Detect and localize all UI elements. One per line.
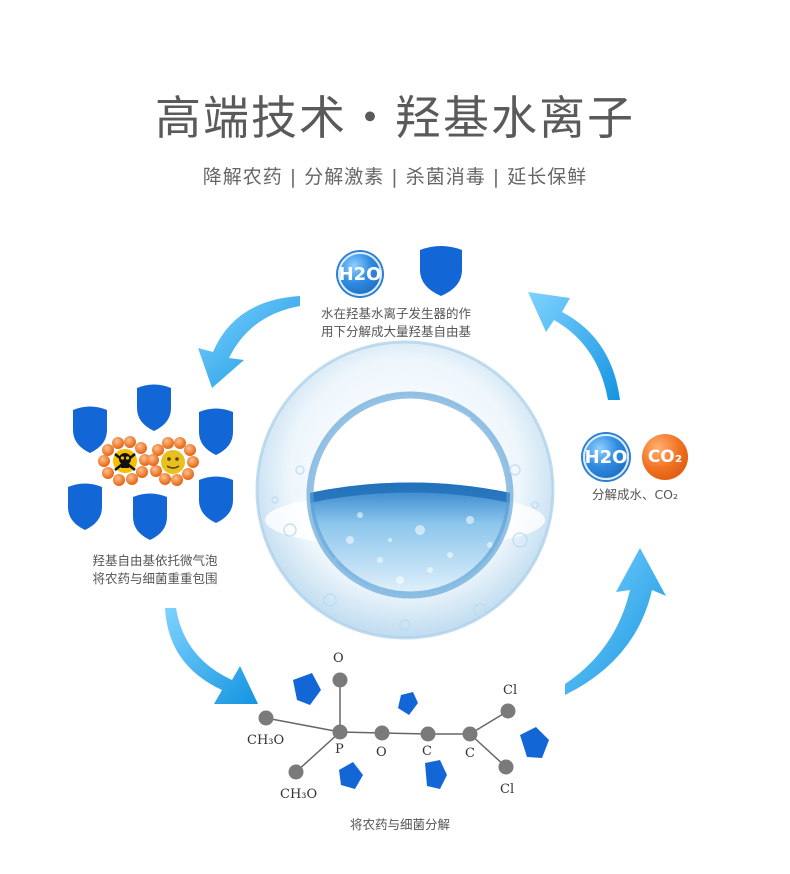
atom	[258, 710, 274, 726]
co2-ball-label: CO₂	[647, 447, 683, 467]
shield-icon	[420, 246, 462, 296]
atom-label-p: P	[335, 742, 344, 757]
atom-label-ch3o: CH₃O	[280, 787, 318, 802]
atom-label-c: C	[465, 746, 475, 761]
shield-icon	[133, 493, 167, 540]
atom	[462, 726, 478, 742]
atom-label-cl: Cl	[503, 683, 518, 698]
arrow-top-left	[198, 296, 300, 388]
molecule-caption: 将农药与细菌分解	[349, 817, 450, 832]
left-caption-line2: 将农药与细菌重重包围	[92, 571, 218, 586]
h2o-ball-label: H2O	[338, 263, 382, 285]
h2o-ball: H2O	[583, 434, 629, 480]
shield-fragment-icon	[339, 762, 363, 789]
shield-fragment-icon	[398, 692, 418, 715]
co2-ball: CO₂	[642, 434, 688, 480]
atom-label-o: O	[376, 745, 387, 760]
shield-fragment-icon	[520, 727, 549, 758]
atom	[332, 672, 348, 688]
h2o-ball: H2O	[338, 252, 382, 296]
pesticide-particle	[98, 436, 151, 486]
shield-fragment-icon	[425, 760, 447, 789]
atom	[498, 759, 514, 775]
top-caption: 水在羟基水离子发生器的作 用下分解成大量羟基自由基	[296, 305, 496, 341]
atom-label-c: C	[422, 744, 432, 759]
page-title: 高端技术・羟基水离子	[155, 91, 635, 145]
atom	[500, 703, 516, 719]
shield-fragment-icon	[293, 673, 321, 705]
left-caption: 羟基自由基依托微气泡 将农药与细菌重重包围	[60, 552, 250, 588]
atom	[374, 725, 390, 741]
top-caption-line1: 水在羟基水离子发生器的作	[320, 306, 471, 321]
shield-icon	[137, 384, 171, 431]
arrow-bottom-left	[165, 608, 258, 704]
shield-icon	[68, 483, 102, 530]
top-caption-line2: 用下分解成大量羟基自由基	[320, 324, 471, 339]
arrow-top-right	[528, 292, 620, 400]
atom	[420, 726, 436, 742]
right-caption: 分解成水、CO₂	[591, 487, 679, 502]
shield-icon	[73, 406, 107, 453]
arrow-bottom-right	[565, 548, 666, 695]
atom-label-o-top: O	[333, 651, 344, 666]
shield-icon	[199, 476, 233, 523]
atom	[288, 764, 304, 780]
atom-label-cl: Cl	[500, 782, 515, 797]
atom	[332, 724, 348, 740]
water-sphere	[255, 340, 555, 640]
bacteria-particle	[147, 437, 199, 486]
page-subtitle: 降解农药 | 分解激素 | 杀菌消毒 | 延长保鲜	[202, 166, 588, 188]
shield-icon	[199, 408, 233, 455]
left-caption-line1: 羟基自由基依托微气泡	[92, 553, 218, 568]
atom-label-ch3o: CH₃O	[247, 733, 285, 748]
h2o-ball-label: H2O	[584, 446, 628, 468]
